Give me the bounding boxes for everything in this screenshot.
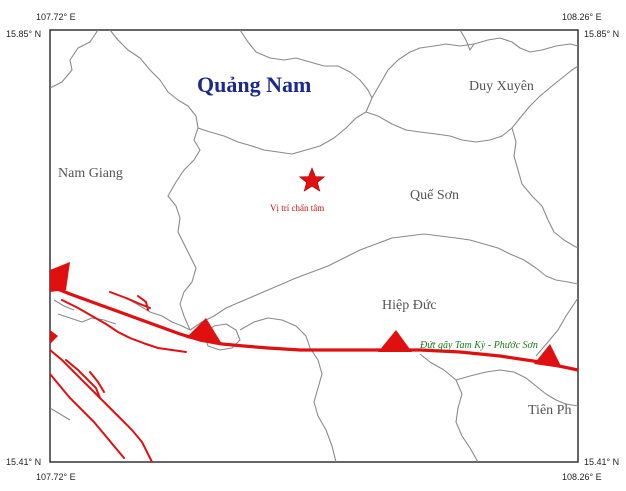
coord-bottom-left-lon: 107.72° E — [36, 472, 76, 482]
fault-tooth — [50, 330, 58, 344]
fault-tooth — [378, 330, 412, 352]
fault-tooth — [186, 318, 222, 344]
coord-bottom-right-lon: 108.26° E — [562, 472, 602, 482]
district-label-que-son: Quế Sơn — [410, 188, 459, 203]
district-label-tien-phuoc: Tiên Ph — [528, 403, 571, 418]
coord-top-right-lat: 15.85° N — [584, 29, 619, 39]
epicenter-star-icon[interactable] — [298, 167, 326, 192]
fault-tooth — [50, 262, 70, 292]
district-label-duy-xuyen: Duy Xuyên — [469, 79, 534, 94]
district-label-nam-giang: Nam Giang — [58, 166, 123, 181]
fault-teeth — [50, 262, 562, 368]
map-frame — [49, 29, 579, 463]
coord-bottom-left-lat: 15.41° N — [6, 457, 41, 467]
district-label-hiep-duc: Hiệp Đức — [382, 298, 437, 313]
coord-bottom-right-lat: 15.41° N — [584, 457, 619, 467]
fault-lines-minor — [50, 291, 187, 462]
coord-top-left-lat: 15.85° N — [6, 29, 41, 39]
epicenter-label: Vị trí chấn tâm — [270, 203, 324, 213]
main-fault-line — [50, 284, 578, 372]
coord-top-right-lon: 108.26° E — [562, 12, 602, 22]
coord-top-left-lon: 107.72° E — [36, 12, 76, 22]
fault-label: Đứt gãy Tam Kỳ - Phước Sơn — [419, 340, 538, 351]
fault-tooth — [534, 344, 562, 368]
province-title: Quảng Nam — [197, 72, 311, 97]
